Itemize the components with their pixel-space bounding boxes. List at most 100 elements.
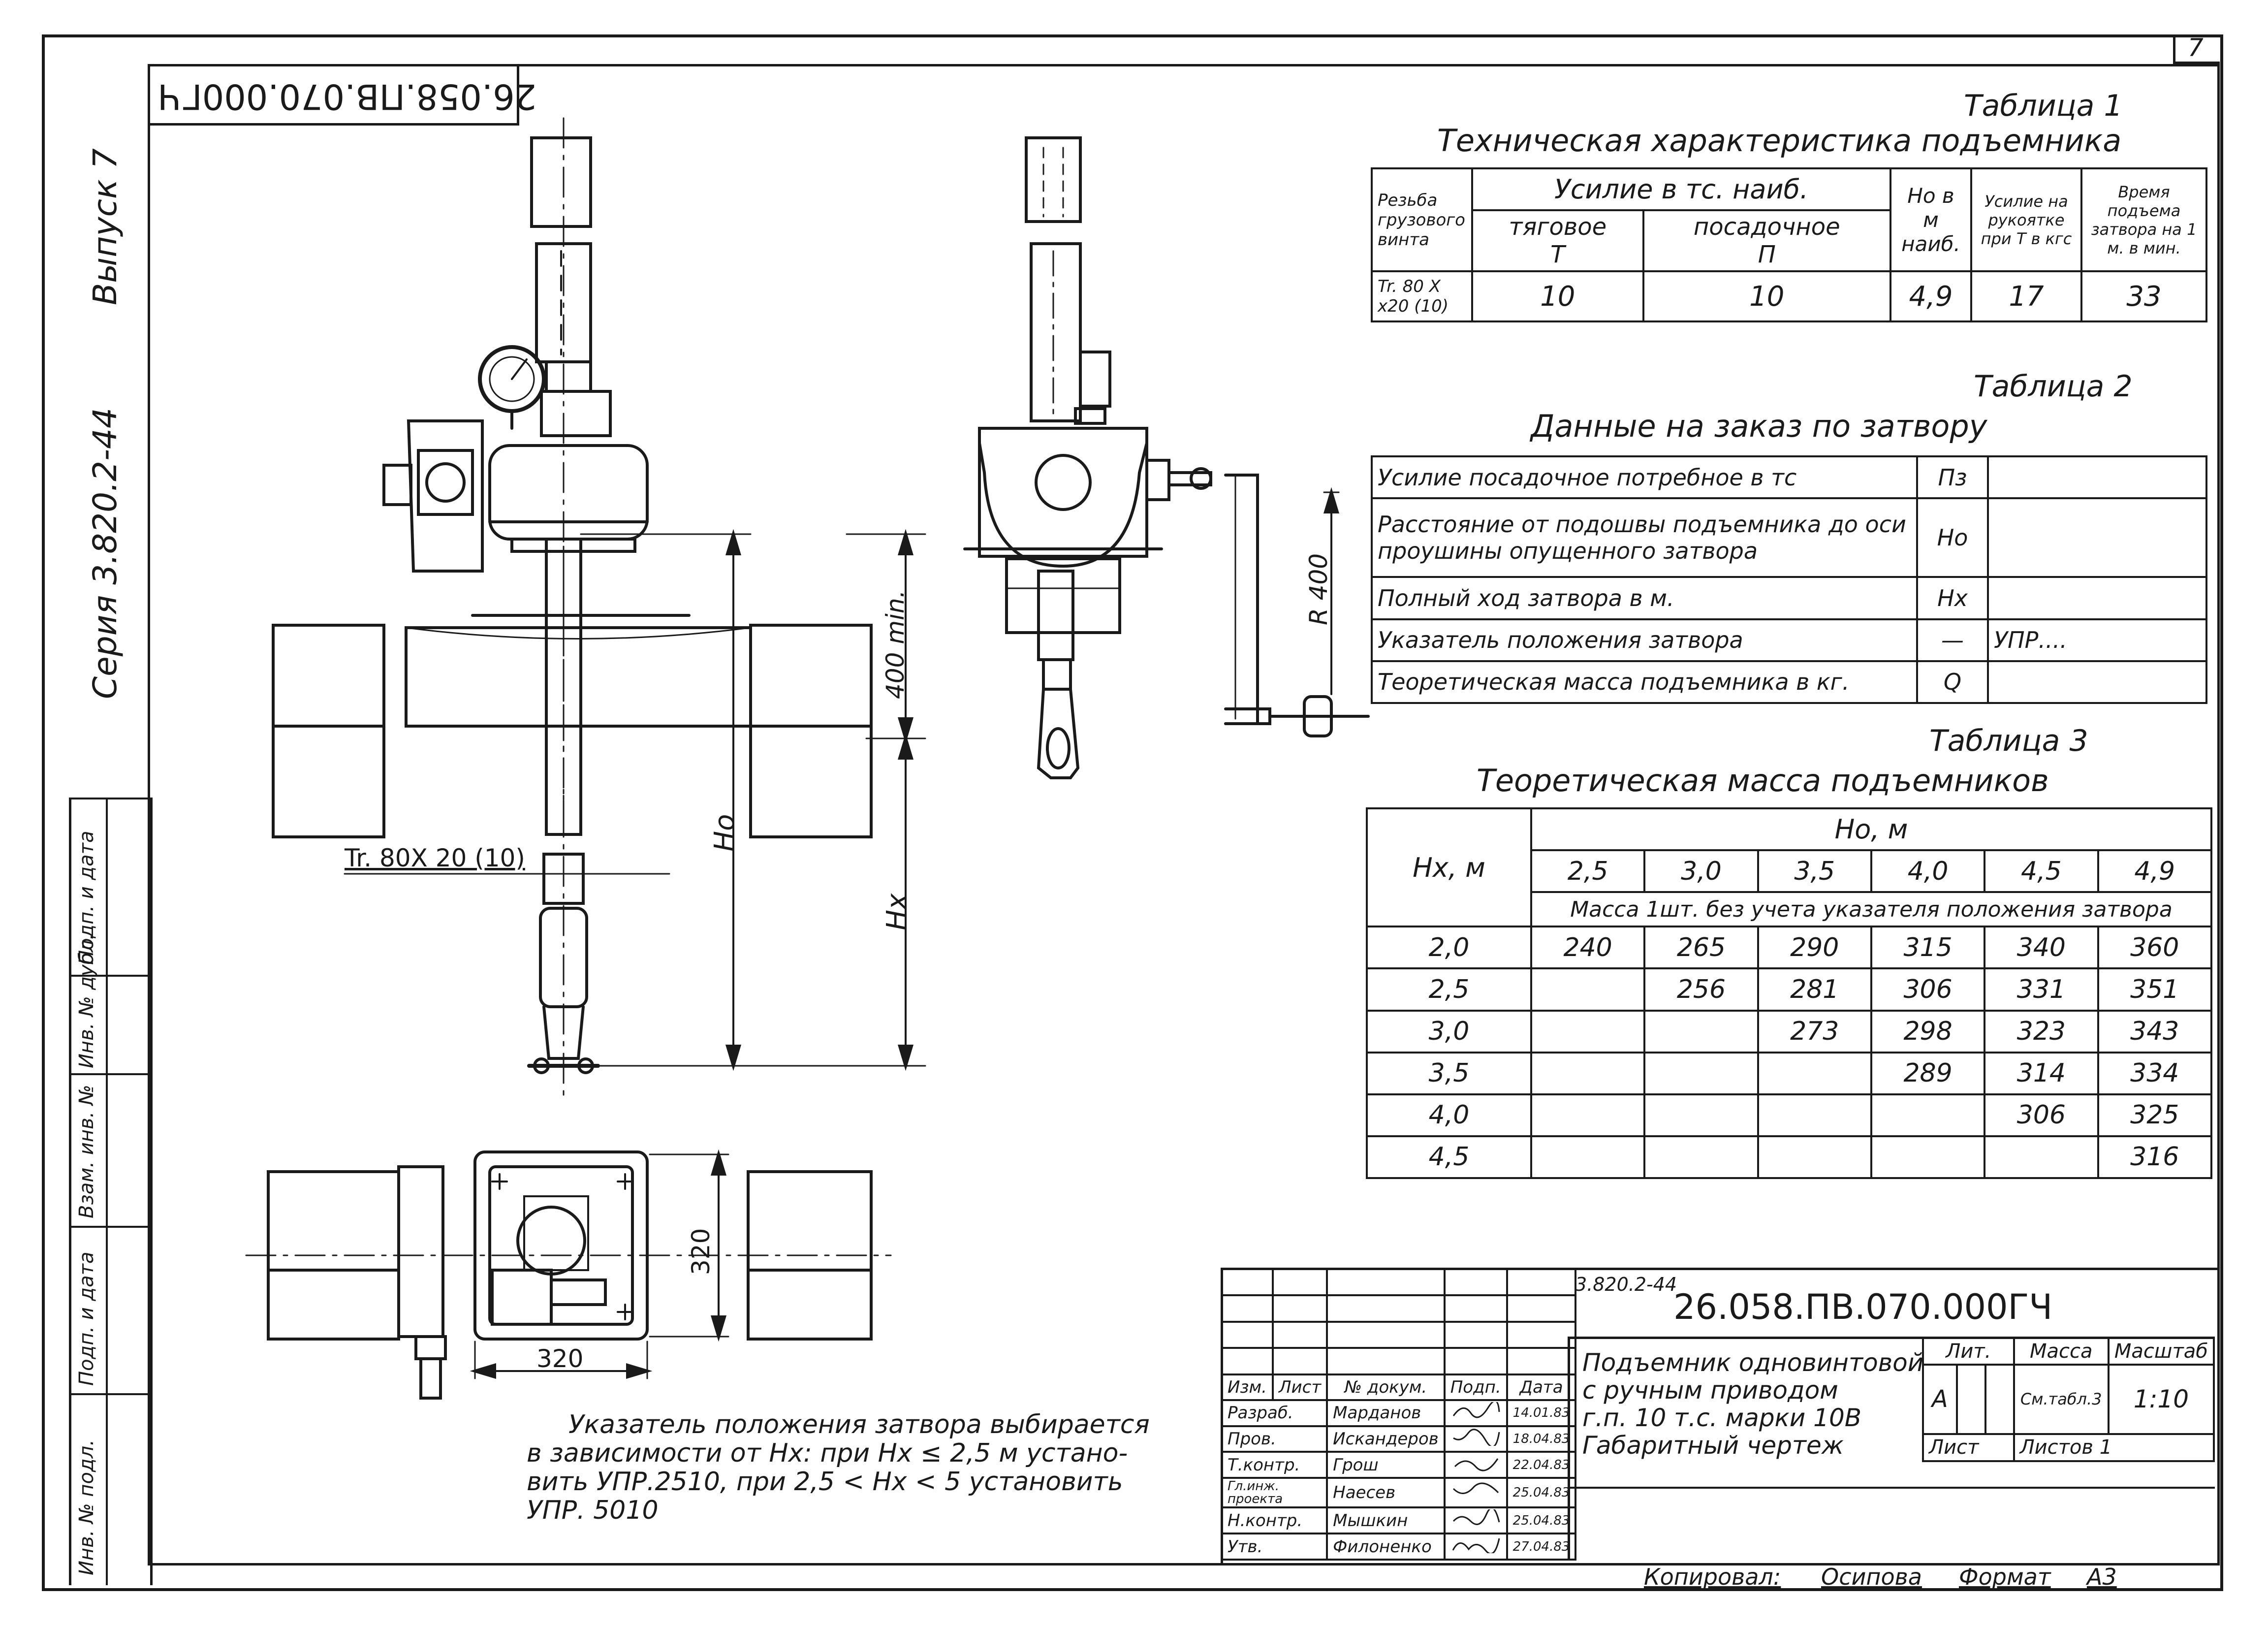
col-hdr-change: Изм. <box>1221 1373 1274 1401</box>
signature-scribble <box>1454 1458 1499 1471</box>
table2-title: Данные на заказ по затвору <box>1531 408 1987 444</box>
role-date: 18.04.83 <box>1506 1425 1577 1453</box>
note-line: Указатель положения затвора выбирается <box>568 1410 1150 1439</box>
table3-cell <box>1643 1093 1759 1137</box>
table3-cell: 265 <box>1643 926 1759 970</box>
table3-cell: 273 <box>1757 1009 1872 1054</box>
role-signature <box>1443 1399 1508 1427</box>
table3-ho-value: 3,5 <box>1757 849 1872 894</box>
table3-cell: 340 <box>1984 926 2099 970</box>
table-row: 3,5 289 314 334 <box>1366 1051 2213 1095</box>
table3-cell <box>1530 967 1646 1012</box>
table2-row-label: Расстояние от подошвы подъемника до оси … <box>1371 497 1918 578</box>
margin-stamp-h4 <box>69 1226 148 1228</box>
table3-cell: 306 <box>1984 1093 2099 1137</box>
margin-stamp-h3 <box>69 1073 148 1075</box>
signature-scribble <box>1452 1538 1500 1555</box>
product-name-line: с ручным приводом <box>1582 1376 1838 1405</box>
table3-cell: 343 <box>2097 1009 2213 1054</box>
front-view <box>272 117 926 1099</box>
sheets-label: Листов 1 <box>2013 1433 2215 1463</box>
table3-cell: 256 <box>1643 967 1759 1012</box>
product-name-line: Габаритный чертеж <box>1582 1431 1844 1460</box>
table3-ho-value: 4,5 <box>1984 849 2099 894</box>
table3-ho-value: 4,0 <box>1870 849 1986 894</box>
table2-row-sym: — <box>1916 618 1989 662</box>
role-signature <box>1443 1425 1508 1453</box>
table2-row-sym: Нх <box>1916 576 1989 620</box>
format-label: Формат <box>1959 1564 2051 1590</box>
table2-row-value <box>1987 497 2207 578</box>
series-small: 3.820.2-44 <box>1575 1274 1677 1295</box>
table-row: 2,0 240 265 290 315 340 360 <box>1366 926 2213 970</box>
table3-cell <box>1530 1093 1646 1137</box>
mass-label: Масса <box>2013 1336 2110 1366</box>
table2-row-label: Теоретическая масса подъемника в кг. <box>1371 660 1918 704</box>
min400-dim-label: 400 min. <box>881 590 910 699</box>
scale-value: 1:10 <box>2107 1364 2215 1435</box>
table3-cell: 323 <box>1984 1009 2099 1054</box>
table3-cell <box>1757 1051 1872 1095</box>
table3-cell <box>1757 1093 1872 1137</box>
table2-row-sym: Q <box>1916 660 1989 704</box>
table3-ho-value: 3,0 <box>1643 849 1759 894</box>
table3-cell: 290 <box>1757 926 1872 970</box>
table1: Резьба грузового винта Усилие в тс. наиб… <box>1371 167 2207 322</box>
lit-empty-2 <box>1984 1364 2015 1435</box>
note-line: вить УПР.2510, при 2,5 < Нх < 5 установи… <box>527 1467 1123 1497</box>
table1-cell-ho: 4,9 <box>1890 270 1972 322</box>
table3-cell <box>1870 1093 1986 1137</box>
margin-stamp-h5 <box>69 1393 148 1395</box>
col-hdr-doc: № докум. <box>1326 1373 1446 1401</box>
name-field-lower-divider <box>1568 1487 2215 1489</box>
role-date: 25.04.83 <box>1506 1506 1577 1535</box>
table3-cell <box>1530 1135 1646 1180</box>
table2-row-label: Полный ход затвора в м. <box>1371 576 1918 620</box>
role-label: Гл.инж. проекта <box>1220 1477 1328 1509</box>
table3-cell: 306 <box>1870 967 1986 1012</box>
table1-cell-handle: 17 <box>1970 270 2082 322</box>
table1-cell-thread: Tr. 80 X x20 (10) <box>1371 270 1473 322</box>
table3-cell <box>1643 1009 1759 1054</box>
table3-cell: 325 <box>2097 1093 2213 1137</box>
table3-ho-value: 4,9 <box>2097 849 2213 894</box>
table3-cell: 331 <box>1984 967 2099 1012</box>
name-field-divider <box>1568 1337 1570 1561</box>
margin-stamp <box>69 798 153 1585</box>
table1-hdr-ho: Но в м наиб. <box>1890 167 1972 273</box>
lit-empty-1 <box>1955 1364 1986 1435</box>
table2: Усилие посадочное потребное в тс Пз Расс… <box>1371 455 2207 704</box>
table3-cell <box>1870 1135 1986 1180</box>
table3-cell: 334 <box>2097 1051 2213 1095</box>
table3-hx: 3,0 <box>1366 1009 1532 1054</box>
table3-hx: 4,5 <box>1366 1135 1532 1180</box>
table3-hx-header: Нх, м <box>1366 807 1532 928</box>
table3-cell: 240 <box>1530 926 1646 970</box>
selection-note: Указатель положения затвора выбирается в… <box>527 1410 1150 1525</box>
col-hdr-sheet: Лист <box>1271 1373 1328 1401</box>
table2-row-sym: Но <box>1916 497 1989 578</box>
copied-name: Осипова <box>1821 1564 1922 1590</box>
role-name: Наесев <box>1326 1477 1446 1509</box>
product-name-line: Подъемник одновинтовой <box>1582 1348 1924 1377</box>
role-label: Пров. <box>1220 1425 1328 1453</box>
table3-cell: 315 <box>1870 926 1986 970</box>
table3-subheader: Масса 1шт. без учета указателя положения… <box>1530 891 2212 928</box>
table3-cell: 298 <box>1870 1009 1986 1054</box>
signature-scribble <box>1453 1482 1499 1494</box>
signature-scribble <box>1453 1428 1500 1447</box>
table2-row-label: Усилие посадочное потребное в тс <box>1371 455 1918 500</box>
page-number-box <box>2173 34 2220 64</box>
signature-scribble <box>1453 1507 1500 1526</box>
table-row: 4,5 316 <box>1366 1135 2213 1180</box>
margin-stamp-divider <box>106 798 108 1585</box>
role-name: Грош <box>1326 1451 1446 1479</box>
plan-view <box>245 1149 892 1400</box>
role-name: Мышкин <box>1326 1506 1446 1535</box>
format-value: А3 <box>2087 1564 2117 1590</box>
table3-cell <box>1984 1135 2099 1180</box>
thread-label: Tr. 80X 20 (10) <box>345 844 525 872</box>
table3-cell: 289 <box>1870 1051 1986 1095</box>
